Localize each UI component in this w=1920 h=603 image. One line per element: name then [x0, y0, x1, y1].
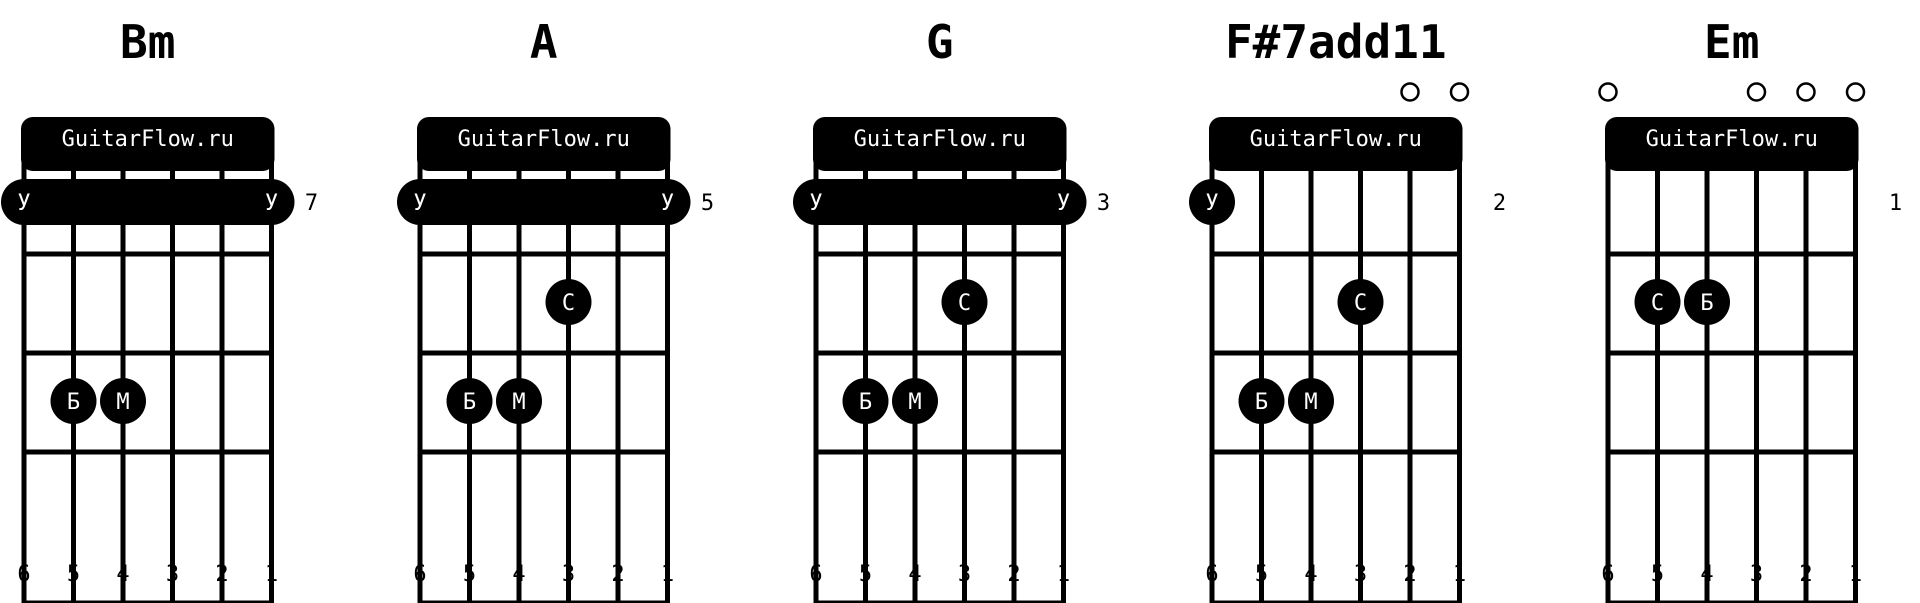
finger-label: С — [958, 291, 971, 316]
string-number: 3 — [1750, 562, 1763, 587]
barre-label: У — [413, 191, 426, 216]
string-number: 3 — [958, 562, 971, 587]
finger-dot — [446, 378, 493, 424]
fret-number: 2 — [1493, 191, 1506, 216]
finger-label: М — [908, 390, 921, 415]
finger-dot — [1238, 378, 1285, 424]
open-string-marker — [1598, 82, 1618, 102]
string-number: 5 — [1651, 562, 1664, 587]
string-number: 5 — [859, 562, 872, 587]
open-string-marker — [1845, 82, 1866, 102]
barre — [397, 179, 691, 225]
finger-dot — [1288, 378, 1334, 424]
finger-label: Б — [859, 390, 872, 415]
finger-dot — [100, 378, 146, 424]
string-number: 2 — [1403, 562, 1416, 587]
fret-number: 5 — [701, 191, 714, 216]
string-number: 4 — [116, 562, 129, 587]
string-number: 6 — [1205, 562, 1218, 587]
barre-label: У — [809, 191, 822, 216]
chord-name: Em — [1704, 15, 1759, 69]
fret-number: 7 — [305, 191, 318, 216]
open-string-marker — [1400, 82, 1420, 102]
finger-dot — [50, 378, 97, 424]
chord-diagram-1: A GuitarFlow.ruУ У С Б М 5 6 5 4 3 2 1 — [397, 15, 714, 603]
barre-label: У — [265, 191, 278, 216]
chord-diagram-2: G GuitarFlow.ruУ У С Б М 3 6 5 4 3 2 1 — [793, 15, 1110, 603]
finger-label: М — [1304, 390, 1317, 415]
string-number: 5 — [1255, 562, 1268, 587]
string-number: 3 — [562, 562, 575, 587]
finger-dot — [1634, 279, 1681, 325]
string-number: 6 — [1601, 562, 1614, 587]
string-number: 1 — [1057, 562, 1070, 587]
string-number: 6 — [809, 562, 822, 587]
string-number: 3 — [166, 562, 179, 587]
finger-label: С — [562, 291, 575, 316]
finger-dot — [1189, 179, 1235, 225]
brand-label: GuitarFlow.ru — [62, 127, 234, 152]
brand-label: GuitarFlow.ru — [854, 127, 1026, 152]
string-number: 1 — [265, 562, 278, 587]
string-number: 2 — [1799, 562, 1812, 587]
finger-dot — [1337, 279, 1384, 325]
barre-label: У — [17, 191, 30, 216]
brand-label: GuitarFlow.ru — [1646, 127, 1818, 152]
open-string-marker — [1449, 82, 1470, 102]
string-number: 4 — [512, 562, 525, 587]
string-number: 5 — [463, 562, 476, 587]
finger-label: С — [1354, 291, 1367, 316]
string-number: 3 — [1354, 562, 1367, 587]
barre-label: У — [661, 191, 674, 216]
fret-number: 3 — [1097, 191, 1110, 216]
finger-label: Б — [67, 390, 80, 415]
finger-dot — [842, 378, 889, 424]
finger-label: М — [116, 390, 129, 415]
finger-dot — [941, 279, 988, 325]
string-number: 6 — [17, 562, 30, 587]
string-number: 5 — [67, 562, 80, 587]
string-number: 4 — [908, 562, 921, 587]
chord-name: G — [926, 15, 954, 69]
finger-label: У — [1205, 191, 1218, 216]
finger-label: С — [1651, 291, 1664, 316]
string-number: 2 — [215, 562, 228, 587]
finger-label: Б — [1255, 390, 1268, 415]
open-string-marker — [1796, 82, 1816, 102]
string-number: 2 — [1007, 562, 1020, 587]
finger-dot — [496, 378, 542, 424]
finger-label: Б — [1700, 291, 1713, 316]
string-number: 1 — [1453, 562, 1466, 587]
finger-dot — [892, 378, 938, 424]
finger-label: Б — [463, 390, 476, 415]
barre-label: У — [1057, 191, 1070, 216]
string-number: 2 — [611, 562, 624, 587]
brand-label: GuitarFlow.ru — [1250, 127, 1422, 152]
string-number: 1 — [661, 562, 674, 587]
open-string-marker — [1746, 82, 1767, 102]
finger-dot — [545, 279, 592, 325]
string-number: 6 — [413, 562, 426, 587]
brand-label: GuitarFlow.ru — [458, 127, 630, 152]
barre — [793, 179, 1087, 225]
chord-name: F#7add11 — [1225, 15, 1447, 69]
string-number: 1 — [1849, 562, 1862, 587]
barre — [1, 179, 295, 225]
string-number: 4 — [1304, 562, 1317, 587]
chord-name: A — [530, 15, 558, 69]
chord-name: Bm — [120, 15, 175, 69]
fret-number: 1 — [1889, 191, 1902, 216]
string-number: 4 — [1700, 562, 1713, 587]
finger-dot — [1684, 279, 1730, 325]
finger-label: М — [512, 390, 525, 415]
